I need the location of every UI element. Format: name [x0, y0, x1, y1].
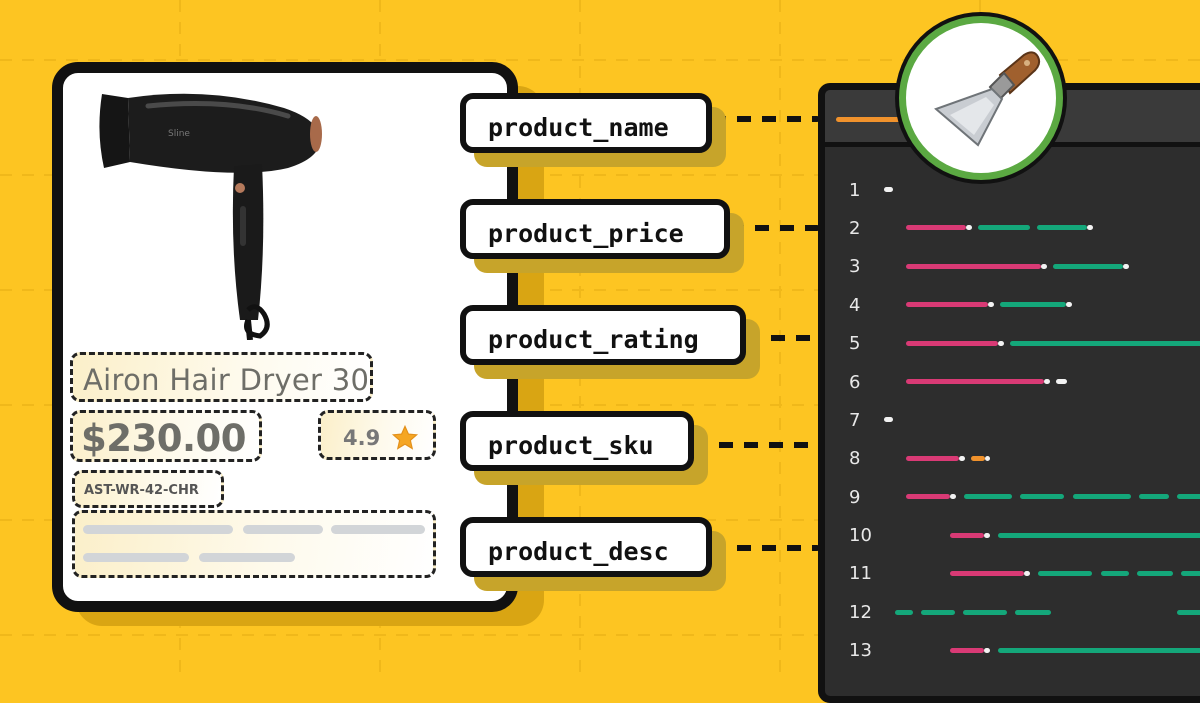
code-value [971, 456, 985, 461]
code-value [1000, 302, 1066, 307]
scraper-icon [934, 51, 1041, 147]
star-icon [391, 424, 419, 450]
product-sku: AST-WR-42-CHR [84, 483, 199, 498]
code-colon [988, 302, 994, 307]
code-colon [984, 533, 990, 538]
code-value [1037, 225, 1087, 230]
code-comma [985, 456, 990, 461]
code-colon [1024, 571, 1030, 576]
code-value [998, 648, 1200, 653]
code-key [906, 379, 1044, 384]
code-value [921, 610, 955, 615]
line-number: 12 [849, 602, 872, 623]
desc-placeholder-line [331, 525, 425, 534]
code-value [964, 494, 1012, 499]
code-value [1020, 494, 1064, 499]
line-number: 6 [849, 372, 861, 393]
line-number: 1 [849, 180, 861, 201]
code-key [950, 648, 984, 653]
desc-placeholder-line [199, 553, 295, 562]
line-number: 5 [849, 333, 861, 354]
code-comma [1066, 302, 1072, 307]
code-value [1139, 494, 1169, 499]
field-label-text: product_rating [488, 325, 699, 354]
field-label-product-price: product_price [460, 199, 730, 259]
field-label-product-name: product_name [460, 93, 712, 153]
field-label-text: product_sku [488, 431, 654, 460]
code-key [906, 341, 998, 346]
code-colon [1044, 379, 1050, 384]
code-comma [1087, 225, 1093, 230]
code-value [998, 533, 1200, 538]
desc-placeholder-line [83, 525, 233, 534]
connector-price [730, 225, 820, 231]
code-value [1177, 610, 1200, 615]
product-price: $230.00 [81, 417, 247, 460]
desc-placeholder-line [83, 553, 189, 562]
line-number: 3 [849, 256, 861, 277]
field-label-text: product_name [488, 113, 669, 142]
code-value [1101, 571, 1129, 576]
code-value [963, 610, 1007, 615]
connector-sku [694, 442, 820, 448]
code-value [1177, 494, 1200, 499]
code-key [950, 571, 1024, 576]
product-name-field: Airon Hair Dryer 30 [70, 352, 373, 402]
hair-dryer-icon: Sline [99, 93, 322, 340]
scraper-badge [899, 16, 1063, 180]
line-number: 13 [849, 640, 872, 661]
line-number: 8 [849, 448, 861, 469]
code-key [906, 264, 1041, 269]
product-desc-field [72, 510, 436, 578]
product-rating-field: 4.9 [318, 410, 436, 460]
field-label-product-desc: product_desc [460, 517, 712, 577]
line-number: 4 [849, 295, 861, 316]
code-brace [884, 187, 893, 192]
code-colon [950, 494, 956, 499]
product-sku-field: AST-WR-42-CHR [72, 470, 224, 508]
code-value [1073, 494, 1131, 499]
product-name: Airon Hair Dryer 30 [83, 363, 370, 397]
connector-desc [712, 545, 820, 551]
code-key [906, 225, 966, 230]
desc-placeholder-line [243, 525, 323, 534]
connector-rating [746, 335, 820, 341]
line-number: 2 [849, 218, 861, 239]
line-number: 10 [849, 525, 872, 546]
code-key [950, 533, 984, 538]
connector-name [712, 116, 820, 122]
product-rating: 4.9 [343, 426, 381, 450]
line-number: 9 [849, 487, 861, 508]
svg-text:Sline: Sline [168, 129, 190, 139]
field-label-product-sku: product_sku [460, 411, 694, 471]
code-colon [998, 341, 1004, 346]
code-value [1181, 571, 1200, 576]
code-editor: 1 2 3 4 5 6 7 8 9 10 11 12 13 [818, 83, 1200, 703]
code-value [1053, 264, 1123, 269]
field-label-text: product_price [488, 219, 684, 248]
field-label-text: product_desc [488, 537, 669, 566]
editor-tab[interactable] [836, 117, 928, 122]
code-colon [984, 648, 990, 653]
code-comma [1123, 264, 1129, 269]
code-brace [884, 417, 893, 422]
code-colon [959, 456, 965, 461]
line-number: 11 [849, 563, 872, 584]
code-value [1038, 571, 1092, 576]
line-number: 7 [849, 410, 861, 431]
product-price-field: $230.00 [70, 410, 262, 462]
code-key [906, 302, 988, 307]
code-key [906, 494, 950, 499]
code-value [1015, 610, 1051, 615]
code-colon [1041, 264, 1047, 269]
code-value [978, 225, 1030, 230]
code-value [1137, 571, 1173, 576]
code-colon [966, 225, 972, 230]
field-label-product-rating: product_rating [460, 305, 746, 365]
code-value [895, 610, 913, 615]
code-key [906, 456, 959, 461]
code-value [1010, 341, 1200, 346]
code-brace [1056, 379, 1067, 384]
